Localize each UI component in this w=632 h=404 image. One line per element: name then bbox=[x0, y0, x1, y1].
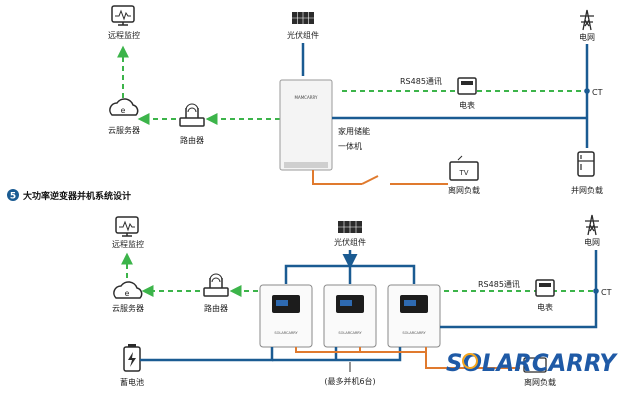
power-tower-icon bbox=[585, 214, 599, 236]
top-grid-label: 电网 bbox=[579, 32, 595, 42]
link-offgrid-out bbox=[425, 352, 520, 369]
section-title: 大功率逆变器并机系统设计 bbox=[23, 190, 131, 202]
inverter-unit-1: SOLARCARRY bbox=[259, 284, 313, 348]
solar-panel-icon bbox=[338, 221, 362, 233]
cloud-icon: e bbox=[109, 98, 139, 116]
svg-text:e: e bbox=[125, 289, 130, 298]
inverter-badge: MAMCARRY bbox=[295, 95, 318, 100]
top-remote-label: 远程监控 bbox=[108, 30, 140, 40]
top-offgrid-load-label: 离网负载 bbox=[448, 185, 480, 195]
top-ongrid-load-label: 并网负载 bbox=[571, 185, 603, 195]
solar-panel-icon bbox=[292, 12, 314, 24]
sun-icon bbox=[462, 353, 478, 369]
section-number: 5 bbox=[10, 192, 16, 202]
bottom-pv-label: 光伏组件 bbox=[334, 237, 366, 247]
bottom-grid-label: 电网 bbox=[584, 237, 600, 247]
battery-label: 蓄电池 bbox=[120, 377, 144, 387]
monitor-icon bbox=[111, 5, 135, 26]
ct-node bbox=[584, 88, 590, 94]
brand-logo-text: SOLARCARRY bbox=[446, 349, 618, 377]
unit-label: SOLARCARRY bbox=[274, 331, 298, 335]
svg-text:TV: TV bbox=[458, 169, 468, 177]
link-battery-bus bbox=[140, 347, 274, 362]
offgrid-switch bbox=[361, 175, 379, 185]
brand-logo: SOLARCARRY bbox=[446, 349, 618, 377]
inverter-unit-2: SOLARCARRY bbox=[323, 284, 377, 348]
bottom-cloud-label: 云服务器 bbox=[112, 303, 144, 313]
top-inverter-name-2: 一体机 bbox=[338, 141, 362, 151]
tv-icon: TV bbox=[449, 155, 479, 181]
meter-icon bbox=[535, 279, 555, 297]
bottom-meter-label: 电表 bbox=[537, 302, 553, 312]
ct-node bbox=[593, 288, 599, 294]
top-ct-label: CT bbox=[592, 88, 603, 97]
bottom-diagram: 远程监控 e 云服务器 路由器 光伏组件 bbox=[112, 214, 612, 387]
cloud-icon: e bbox=[113, 281, 143, 299]
top-cloud-label: 云服务器 bbox=[108, 125, 140, 135]
power-tower-icon bbox=[580, 9, 594, 31]
meter-icon bbox=[457, 77, 477, 95]
unit-label: SOLARCARRY bbox=[402, 331, 426, 335]
section-number-badge bbox=[7, 189, 19, 201]
bottom-rs485-label: RS485通讯 bbox=[478, 279, 520, 289]
top-router-label: 路由器 bbox=[180, 135, 204, 145]
svg-text:e: e bbox=[121, 106, 126, 115]
bottom-offgrid-load-label: 离网负载 bbox=[524, 377, 556, 387]
tv-icon bbox=[523, 357, 547, 373]
fridge-icon bbox=[577, 151, 595, 177]
unit-label: SOLARCARRY bbox=[338, 331, 362, 335]
inverter-cabinet: MAMCARRY bbox=[279, 79, 333, 171]
parallel-note: (最多并机6台) bbox=[324, 376, 375, 386]
top-meter-label: 电表 bbox=[459, 100, 475, 110]
top-diagram: 远程监控 e 云服务器 路由器 光伏组件 bbox=[108, 5, 603, 195]
inverter-unit-3: SOLARCARRY bbox=[387, 284, 441, 348]
link-units-grid bbox=[440, 262, 598, 329]
router-icon bbox=[179, 103, 205, 127]
top-inverter-name-1: 家用储能 bbox=[338, 126, 370, 136]
bottom-ct-label: CT bbox=[601, 288, 612, 297]
monitor-icon bbox=[115, 216, 139, 237]
bottom-remote-label: 远程监控 bbox=[112, 239, 144, 249]
bottom-router-label: 路由器 bbox=[204, 303, 228, 313]
battery-icon bbox=[123, 344, 141, 372]
top-rs485-label: RS485通讯 bbox=[400, 76, 442, 86]
section-header: 5 大功率逆变器并机系统设计 bbox=[7, 189, 131, 202]
router-icon bbox=[203, 273, 229, 297]
link-offgrid-a bbox=[312, 170, 362, 185]
top-pv-label: 光伏组件 bbox=[287, 30, 319, 40]
